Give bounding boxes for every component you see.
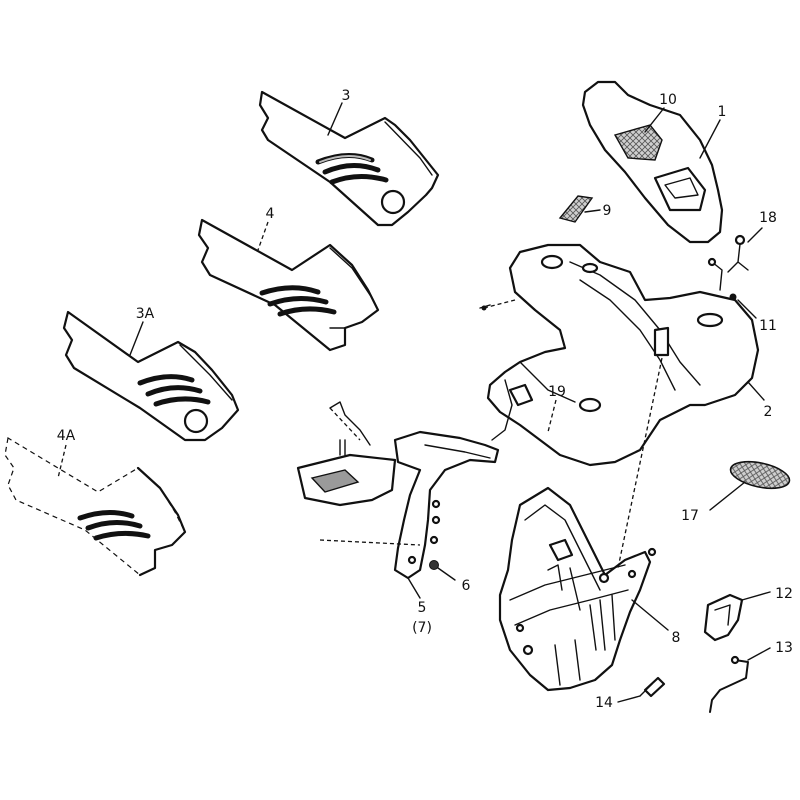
callout-14: 14 [595, 695, 641, 711]
bracket-12 [703, 593, 744, 642]
callout-label-4: 4 [266, 206, 275, 222]
callout-8: 8 [631, 599, 681, 646]
mesh-insert-9 [558, 195, 594, 223]
side-panel-4a [4, 437, 187, 577]
callout-label-8: 8 [672, 630, 681, 646]
rod-13 [709, 655, 749, 713]
callout-18: 18 [747, 210, 777, 243]
callout-label-1: 1 [718, 104, 727, 120]
side-panel-4 [197, 218, 380, 352]
frame-assembly-8 [498, 486, 657, 692]
assembly-lines [329, 299, 663, 569]
pin-14 [639, 676, 666, 698]
callout-label-19: 19 [548, 384, 566, 400]
callout-3a: 3A [129, 306, 155, 356]
callout-4: 4 [257, 206, 275, 251]
callout-10: 10 [644, 92, 677, 133]
nut-6 [429, 560, 439, 570]
callout-3: 3 [327, 88, 351, 136]
callout-label-5-alt: (7) [412, 620, 432, 636]
callout-label-10: 10 [659, 92, 677, 108]
callout-13: 13 [747, 640, 793, 661]
callout-label-12: 12 [775, 586, 793, 602]
side-panel-3a [62, 310, 240, 442]
callout-1: 1 [699, 104, 727, 159]
callout-label-3a: 3A [136, 306, 155, 322]
callout-label-9: 9 [603, 203, 612, 219]
callout-label-18: 18 [759, 210, 777, 226]
callout-17: 17 [681, 481, 746, 524]
callout-11: 11 [737, 299, 777, 334]
callout-19: 19 [547, 384, 566, 433]
callout-label-4a: 4A [57, 428, 76, 444]
callout-4a: 4A [57, 428, 76, 479]
fastener-18 [707, 234, 749, 291]
side-panel-3 [258, 90, 440, 227]
callout-label-14: 14 [595, 695, 613, 711]
callout-label-13: 13 [775, 640, 793, 656]
callout-9: 9 [584, 203, 612, 219]
callout-6: 6 [437, 567, 471, 594]
callout-12: 12 [741, 586, 793, 602]
callout-label-3: 3 [342, 88, 351, 104]
body-shell-2 [479, 243, 760, 467]
frame-rail-5 [296, 401, 500, 580]
callout-label-6: 6 [462, 578, 471, 594]
callout-5: 5 (7) [407, 577, 432, 636]
callout-2: 2 [747, 381, 773, 420]
callout-label-2: 2 [764, 404, 773, 420]
front-cover-1 [581, 80, 724, 244]
callout-label-11: 11 [759, 318, 777, 334]
callout-label-17: 17 [681, 508, 699, 524]
callout-label-5: 5 [418, 600, 427, 616]
